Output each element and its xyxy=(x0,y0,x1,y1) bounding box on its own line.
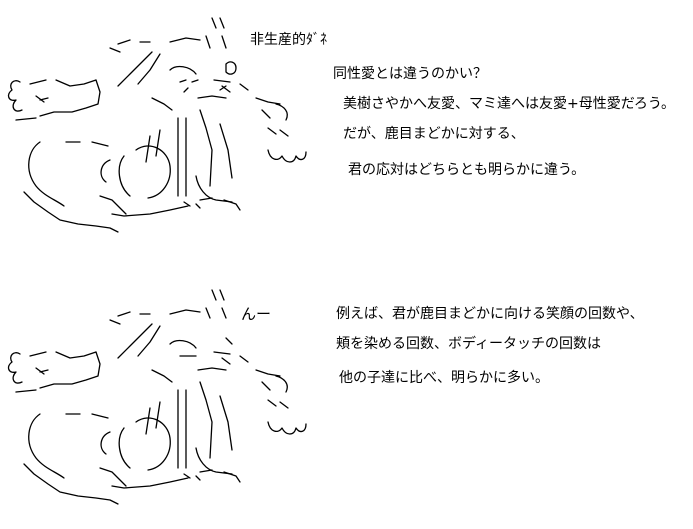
character-label: んー xyxy=(241,305,272,323)
squiggle-right xyxy=(267,149,307,163)
dialogue-line: だが、鹿目まどかに対する、 xyxy=(343,126,525,142)
dialogue-line: 頬を染める回数、ボディータッチの回数は xyxy=(336,336,602,352)
ascii-art-character-top xyxy=(0,0,320,264)
dialogue-line: 他の子達に比べ、明らかに多い。 xyxy=(339,370,549,386)
ascii-art-character-bottom xyxy=(0,264,320,528)
fist-shape xyxy=(7,80,23,112)
character-label: 非生産的ﾀﾞﾈ xyxy=(250,32,327,48)
dialogue-line: 美樹さやかへ友愛、マミ達へは友愛+母性愛だろう。 xyxy=(343,96,676,112)
fist-shape xyxy=(7,352,23,384)
ear-marks xyxy=(211,17,225,29)
bottom-panel: んー 例えば、君が鹿目まどかに向ける笑顔の回数や、 頬を染める回数、ボディータッ… xyxy=(0,264,693,528)
dialogue-line: 君の応対はどちらとも明らかに違う。 xyxy=(348,162,586,178)
squiggle-right xyxy=(267,421,307,435)
top-panel: 非生産的ﾀﾞﾈ 同性愛とは違うのかい？ 美樹さやかへ友愛、マミ達へは友愛+母性愛… xyxy=(0,0,693,264)
dialogue-line: 例えば、君が鹿目まどかに向ける笑顔の回数や、 xyxy=(336,306,644,322)
dialogue-line: 同性愛とは違うのかい？ xyxy=(333,66,487,82)
